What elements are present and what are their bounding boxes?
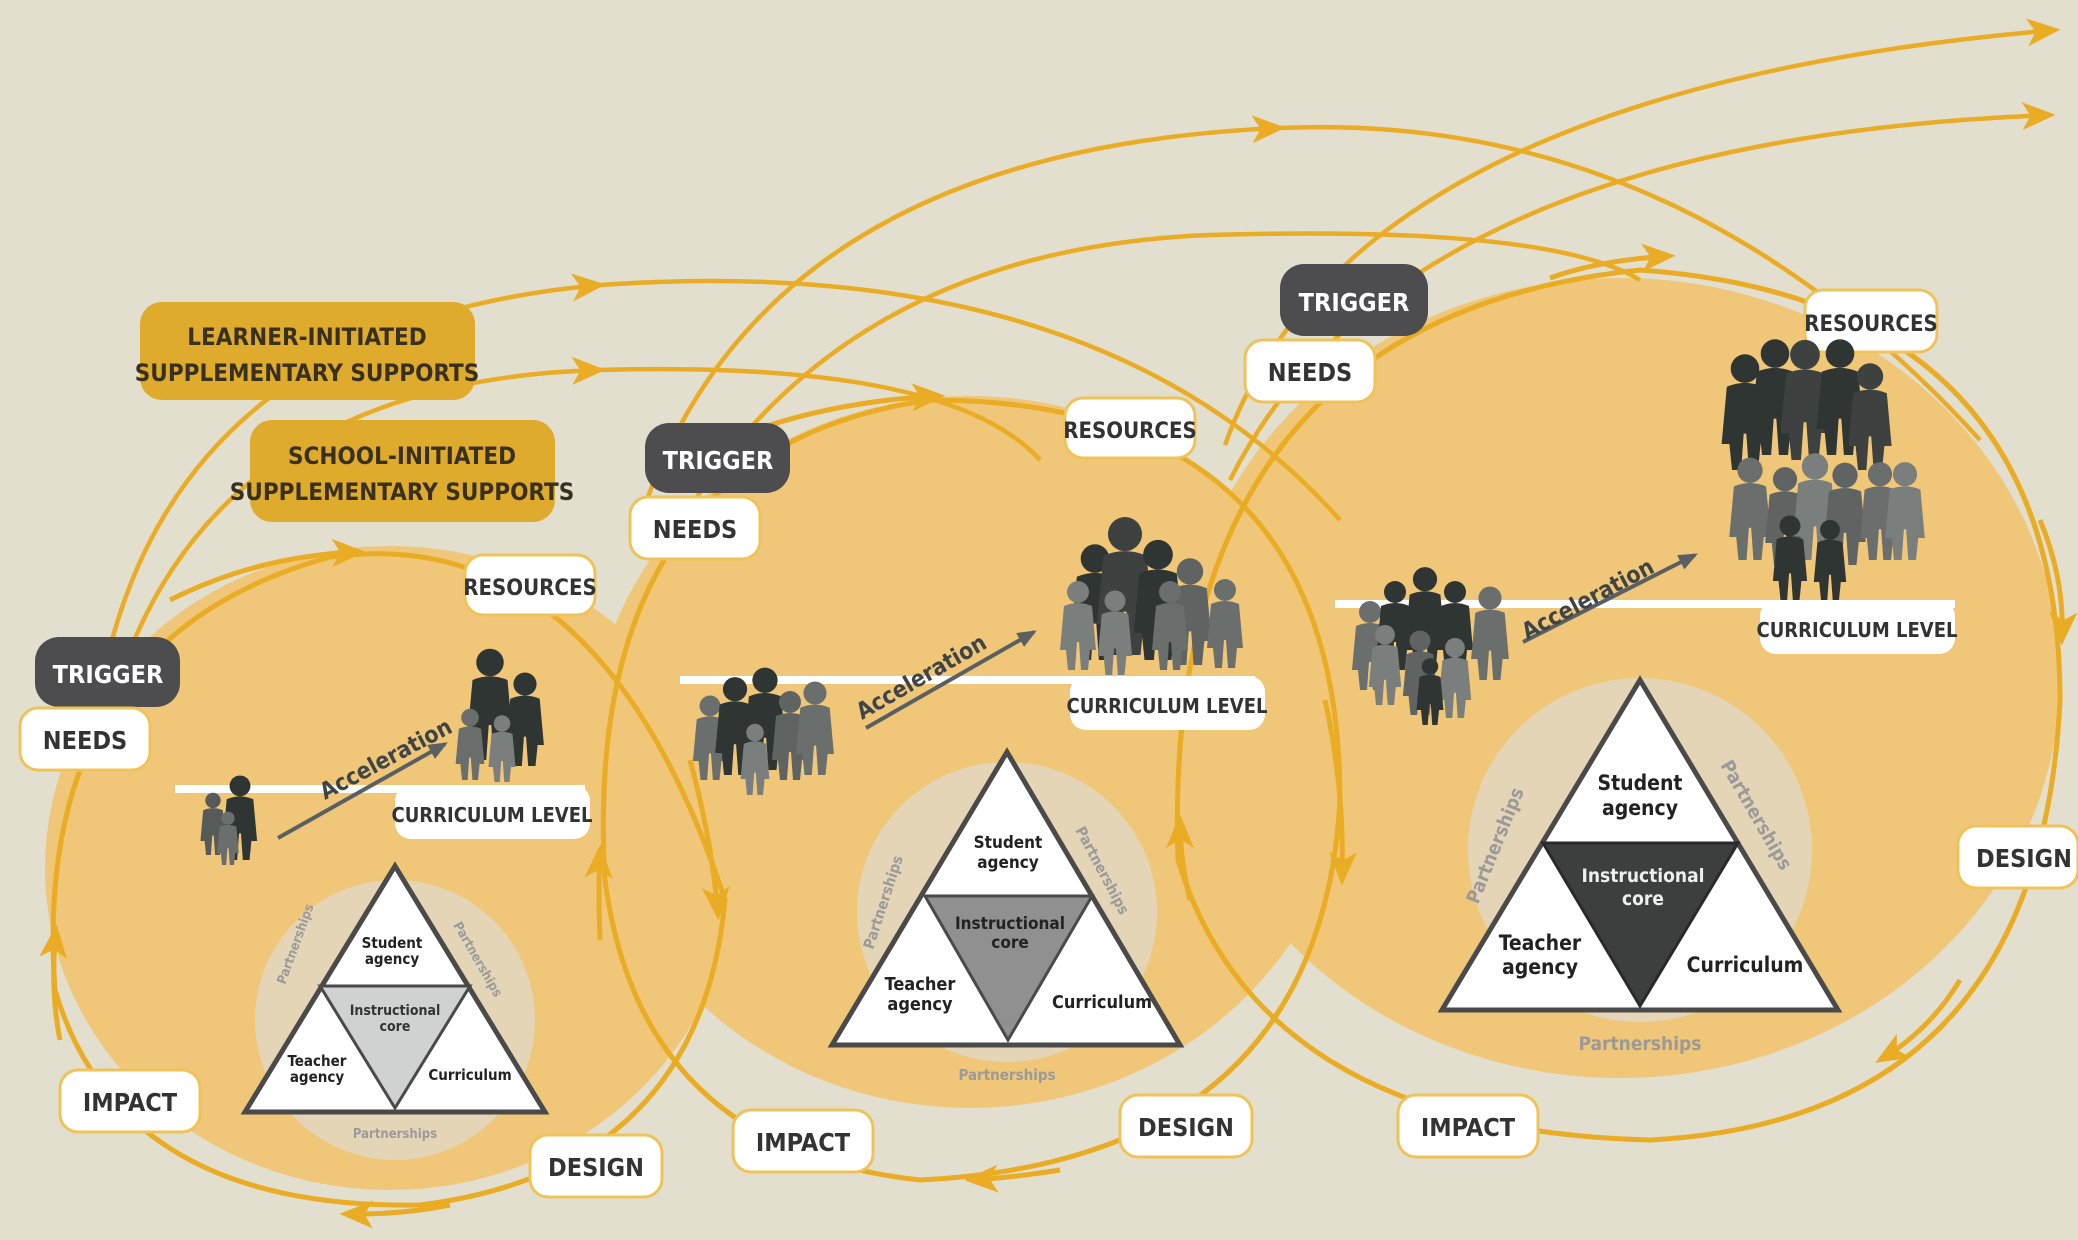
learner-initiated-line-2: SUPPLEMENTARY SUPPORTS (135, 359, 480, 387)
instructional-core-label-1: Instructional (350, 1003, 441, 1019)
curriculum-level-box: CURRICULUM LEVEL (391, 785, 593, 839)
instructional-core-label-2: core (1622, 888, 1664, 910)
instructional-core-label-1: Instructional (955, 914, 1065, 934)
acceleration-arrow (1522, 553, 1698, 644)
cycle-1: TRIGGER NEEDS RESOURCES CURRICULUM LEVEL… (18, 553, 664, 1199)
impact-box: IMPACT (1396, 1093, 1540, 1159)
curriculum-level-box: CURRICULUM LEVEL (1066, 676, 1268, 730)
student-agency-label-2: agency (365, 950, 420, 968)
teacher-agency-label-1: Teacher (288, 1052, 347, 1070)
resources-label: RESOURCES (463, 576, 596, 601)
curriculum-level-box: CURRICULUM LEVEL (1756, 600, 1958, 654)
school-initiated-line-2: SUPPLEMENTARY SUPPORTS (230, 478, 575, 506)
resources-label: RESOURCES (1063, 419, 1196, 444)
needs-label: NEEDS (653, 515, 737, 544)
learner-initiated-supports: LEARNER-INITIATED SUPPLEMENTARY SUPPORTS (135, 302, 480, 400)
needs-box: NEEDS (628, 495, 762, 561)
design-box: DESIGN (1956, 824, 2078, 890)
instructional-core-label-2: core (380, 1019, 411, 1035)
partnerships-label-bottom: Partnerships (353, 1127, 437, 1142)
instructional-core-triangle: Student agency Instructional core Teache… (240, 861, 550, 1160)
curriculum-level-label: CURRICULUM LEVEL (1066, 694, 1267, 718)
needs-label: NEEDS (1268, 358, 1352, 387)
needs-box: NEEDS (18, 706, 152, 772)
teacher-agency-label-1: Teacher (885, 974, 956, 995)
resources-box: RESOURCES (463, 553, 597, 617)
design-box: DESIGN (1118, 1093, 1254, 1159)
curriculum-level-line (1335, 600, 1955, 608)
impact-label: IMPACT (83, 1088, 178, 1117)
teacher-agency-label-2: agency (290, 1068, 345, 1086)
student-agency-label-1: Student (974, 833, 1043, 853)
cycle-2: TRIGGER NEEDS RESOURCES CURRICULUM LEVEL (628, 396, 1268, 1174)
trigger-label: TRIGGER (1299, 288, 1410, 317)
curriculum-label: Curriculum (428, 1066, 511, 1084)
curriculum-label: Curriculum (1052, 992, 1152, 1013)
instructional-core-label-2: core (991, 933, 1029, 953)
trigger-box: TRIGGER (645, 423, 790, 493)
trigger-box: TRIGGER (35, 637, 180, 707)
acceleration-arrow (277, 742, 448, 840)
trigger-label: TRIGGER (53, 660, 164, 689)
student-agency-label-1: Student (362, 934, 423, 952)
teacher-agency-label-2: agency (1502, 955, 1578, 979)
instructional-core-triangle: Student agency Instructional core Teache… (1437, 675, 1843, 1055)
learner-initiated-line-1: LEARNER-INITIATED (187, 323, 426, 351)
instructional-core-label-1: Instructional (1582, 865, 1705, 887)
trigger-box: TRIGGER (1280, 264, 1428, 336)
cycle-3: TRIGGER NEEDS RESOURCES CURRICULUM LEVEL (1243, 264, 2078, 1159)
partnerships-label-bottom: Partnerships (958, 1066, 1055, 1084)
design-box: DESIGN (528, 1133, 664, 1199)
impact-box: IMPACT (58, 1068, 202, 1134)
design-label: DESIGN (548, 1153, 644, 1182)
teacher-agency-label-1: Teacher (1499, 931, 1582, 955)
curriculum-level-label: CURRICULUM LEVEL (391, 803, 592, 827)
resources-label: RESOURCES (1804, 312, 1937, 337)
school-initiated-supports: SCHOOL-INITIATED SUPPLEMENTARY SUPPORTS (230, 420, 575, 522)
student-agency-label-1: Student (1598, 771, 1683, 795)
impact-box: IMPACT (731, 1108, 875, 1174)
instructional-core-triangle: Student agency Instructional core Teache… (827, 747, 1185, 1084)
needs-label: NEEDS (43, 726, 127, 755)
design-label: DESIGN (1976, 844, 2072, 873)
resources-box: RESOURCES (1063, 396, 1197, 460)
acceleration-arrow (865, 630, 1037, 730)
student-agency-label-2: agency (977, 853, 1039, 873)
needs-box: NEEDS (1243, 338, 1377, 404)
curriculum-level-label: CURRICULUM LEVEL (1756, 618, 1957, 642)
resources-box: RESOURCES (1803, 288, 1939, 354)
curriculum-label: Curriculum (1687, 953, 1804, 977)
teacher-agency-label-2: agency (887, 994, 953, 1015)
trigger-label: TRIGGER (663, 446, 774, 475)
impact-label: IMPACT (756, 1128, 851, 1157)
student-agency-label-2: agency (1602, 796, 1678, 820)
impact-label: IMPACT (1421, 1113, 1516, 1142)
cycle-1-circle (45, 546, 735, 1190)
school-initiated-line-1: SCHOOL-INITIATED (288, 442, 516, 470)
partnerships-label-bottom: Partnerships (1579, 1033, 1702, 1055)
design-label: DESIGN (1138, 1113, 1234, 1142)
curriculum-level-line (680, 676, 1255, 684)
curriculum-level-line (175, 785, 585, 793)
